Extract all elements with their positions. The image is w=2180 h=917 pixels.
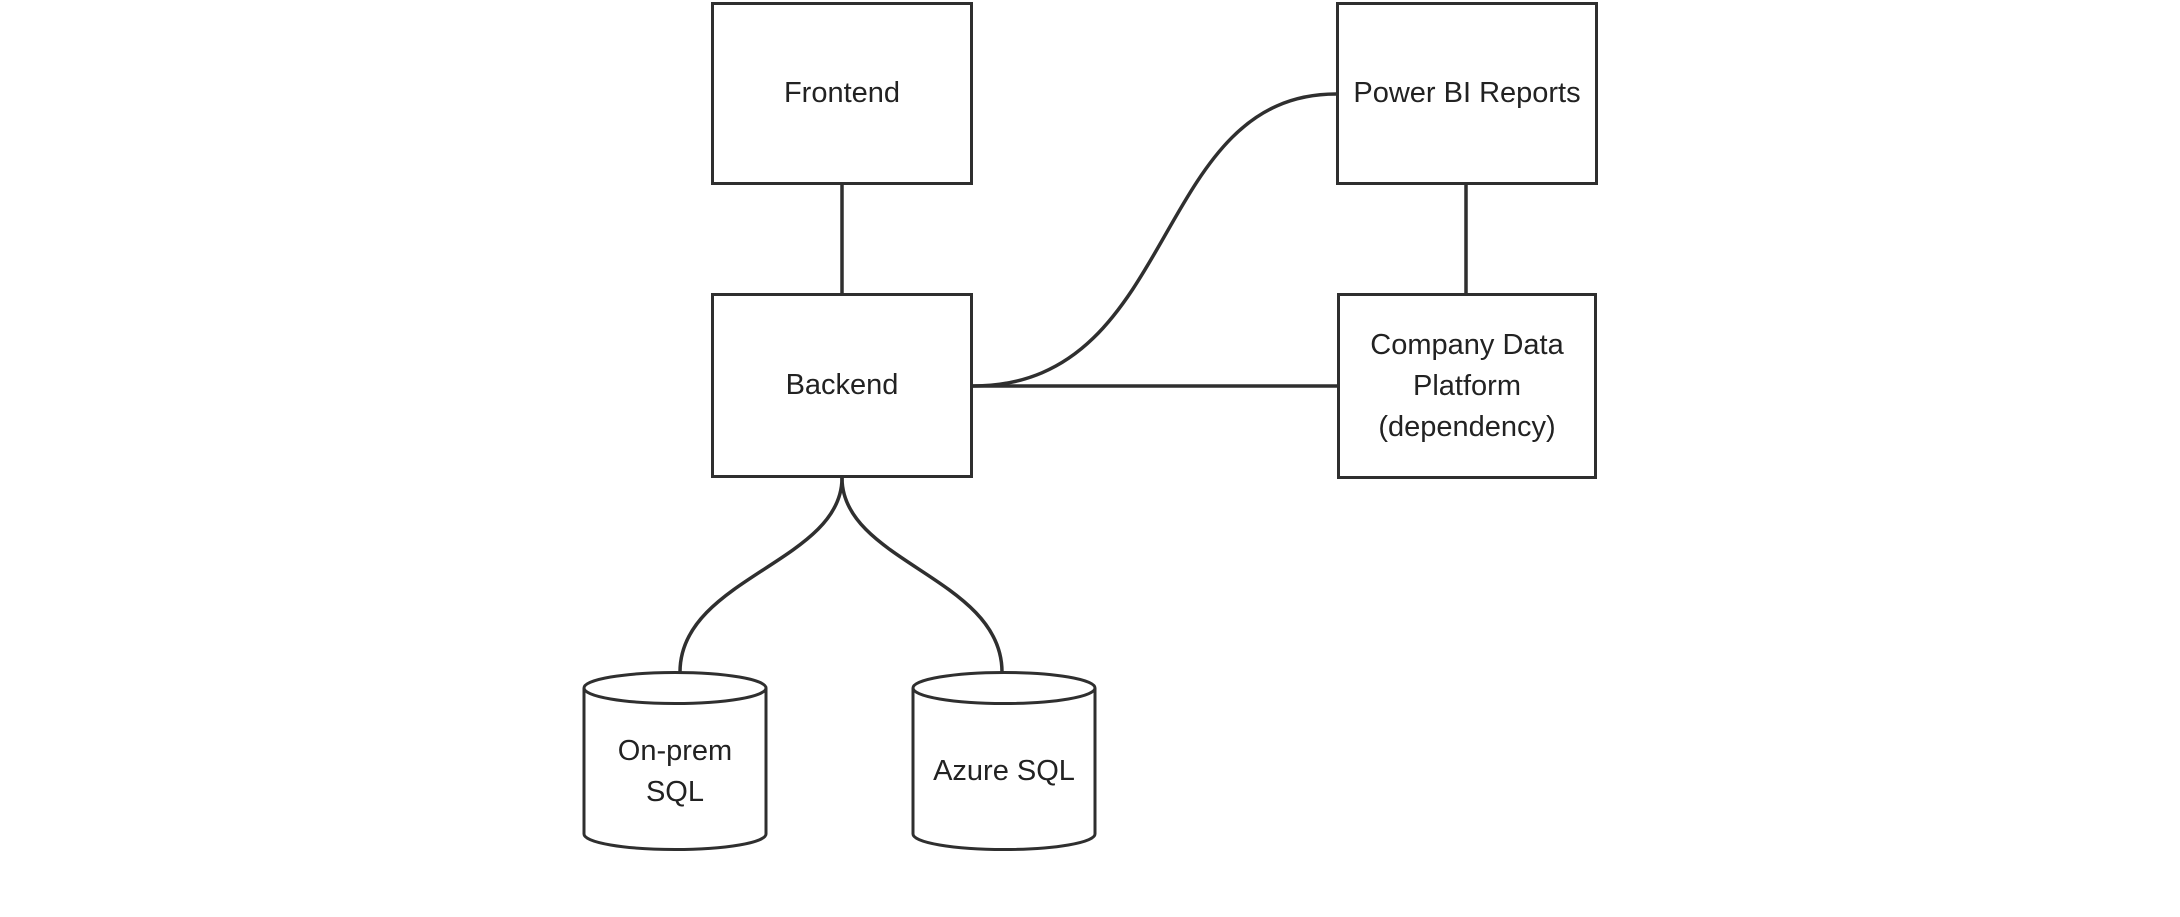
onprem-label-line1: On-prem bbox=[617, 734, 733, 767]
node-frontend: Frontend bbox=[711, 2, 973, 185]
node-onprem-sql-label: On-prem SQL bbox=[618, 711, 732, 813]
node-azure-sql-label: Azure SQL bbox=[933, 755, 1075, 787]
node-azure-sql: Azure SQL bbox=[911, 671, 1097, 852]
node-backend-label: Backend bbox=[785, 369, 899, 401]
cdp-label-line1: Company Data bbox=[1370, 328, 1564, 361]
cdp-label-line3: (dependency) bbox=[1378, 410, 1556, 443]
node-company-data-platform: Company Data Platform (dependency) bbox=[1337, 293, 1597, 479]
node-power-bi-reports-label: Power BI Reports bbox=[1353, 77, 1581, 109]
database-cylinder-shape bbox=[911, 671, 1097, 851]
node-backend: Backend bbox=[711, 293, 973, 478]
node-power-bi-reports: Power BI Reports bbox=[1336, 2, 1598, 185]
onprem-label-line2: SQL bbox=[645, 775, 704, 808]
edge-backend-powerbi bbox=[972, 92, 1337, 388]
node-company-data-platform-label: Company Data Platform (dependency) bbox=[1370, 325, 1563, 448]
database-cylinder-shape bbox=[582, 671, 768, 851]
edge-backend-azure bbox=[840, 477, 1004, 673]
node-onprem-sql: On-prem SQL bbox=[582, 671, 768, 852]
cdp-label-line2: Platform bbox=[1413, 369, 1521, 402]
edge-backend-onprem bbox=[678, 477, 844, 673]
node-frontend-label: Frontend bbox=[783, 77, 901, 109]
